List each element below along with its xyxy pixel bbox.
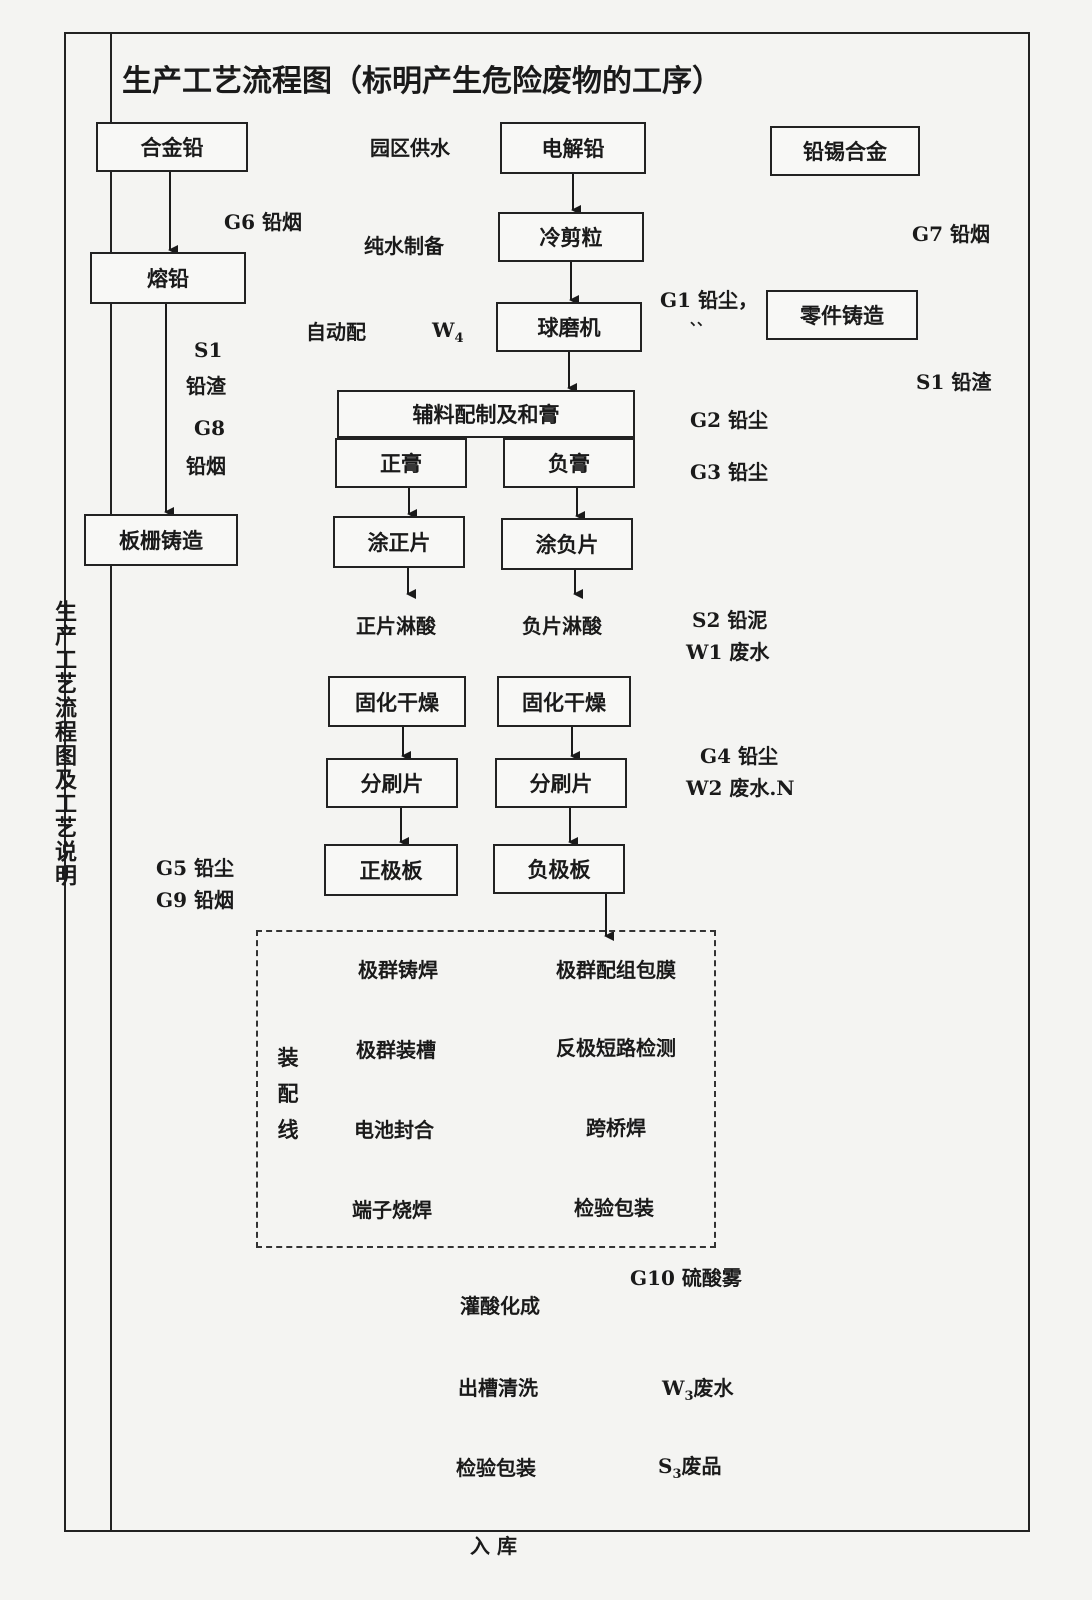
box-positive-plate: 正极板: [324, 844, 458, 896]
label-positive-acid: 正片淋酸: [356, 614, 436, 638]
label-g8-fume: 铅烟: [186, 454, 226, 478]
assembly-step: 极群装槽: [356, 1038, 436, 1062]
box-coat-negative: 涂负片: [501, 518, 633, 570]
label-negative-acid: 负片淋酸: [522, 614, 602, 638]
label-inspect-pack-final: 检验包装: [456, 1456, 536, 1480]
label-auto-mix: 自动配: [306, 320, 366, 344]
assembly-step: 电池封合: [354, 1118, 434, 1142]
assembly-line-box: [256, 930, 716, 1248]
box-negative-plate: 负极板: [493, 844, 625, 894]
label-g1-mark: 、、: [690, 313, 711, 329]
label-g3: G3 铅尘: [690, 460, 768, 484]
label-w2: W2 废水.N: [686, 776, 795, 800]
label-g8: G8: [194, 416, 225, 440]
label-g2: G2 铅尘: [690, 408, 768, 432]
label-g6: G6 铅烟: [224, 210, 302, 234]
box-cure-dry-left: 固化干燥: [328, 676, 466, 727]
label-s1-right: S1 铅渣: [916, 370, 992, 394]
box-coat-positive: 涂正片: [333, 516, 465, 568]
label-g4: G4 铅尘: [700, 744, 778, 768]
label-w4: W4: [432, 318, 464, 346]
box-negative-paste: 负膏: [503, 438, 635, 488]
label-w1: W1 废水: [686, 640, 770, 664]
side-divider: [110, 34, 112, 1530]
box-ball-mill: 球磨机: [496, 302, 642, 352]
label-s1-left-slag: 铅渣: [186, 374, 226, 398]
label-warehouse: 入 库: [470, 1534, 517, 1558]
label-s3: S3废品: [658, 1454, 722, 1482]
box-alloy-lead: 合金铅: [96, 122, 248, 172]
label-g10: G10 硫酸雾: [630, 1266, 742, 1290]
label-pure-water: 纯水制备: [364, 234, 444, 258]
box-positive-paste: 正膏: [335, 438, 467, 488]
assembly-step: 反极短路检测: [556, 1036, 676, 1060]
box-lead-tin-alloy: 铅锡合金: [770, 126, 920, 176]
label-g7: G7 铅烟: [912, 222, 990, 246]
label-w3: W3废水: [662, 1376, 734, 1404]
diagram-title: 生产工艺流程图（标明产生危险废物的工序）: [122, 64, 722, 99]
box-grid-casting: 板栅铸造: [84, 514, 238, 566]
assembly-step: 极群铸焊: [358, 958, 438, 982]
outer-frame: [64, 32, 1030, 1532]
side-label: 生产工艺流程图及工艺说明: [51, 600, 77, 888]
assembly-line-label: 装配线: [277, 1045, 299, 1142]
assembly-step: 检验包装: [574, 1196, 654, 1220]
box-brush-right: 分刷片: [495, 758, 627, 808]
label-g5: G5 铅尘: [156, 856, 234, 880]
label-g1: G1 铅尘，: [660, 288, 758, 312]
box-melt-lead: 熔铅: [90, 252, 246, 304]
label-s1-left: S1: [194, 338, 223, 362]
label-acid-formation: 灌酸化成: [460, 1294, 540, 1318]
box-brush-left: 分刷片: [326, 758, 458, 808]
assembly-step: 端子烧焊: [352, 1198, 432, 1222]
assembly-step: 跨桥焊: [586, 1116, 646, 1140]
label-s2: S2 铅泥: [692, 608, 768, 632]
box-parts-casting: 零件铸造: [766, 290, 918, 340]
label-rinse: 出槽清洗: [458, 1376, 538, 1400]
box-paste-mixing: 辅料配制及和膏: [337, 390, 635, 438]
label-park-water: 园区供水: [370, 136, 450, 160]
box-electrolytic-lead: 电解铅: [500, 122, 646, 174]
box-cure-dry-right: 固化干燥: [497, 676, 631, 727]
assembly-step: 极群配组包膜: [556, 958, 676, 982]
label-g9: G9 铅烟: [156, 888, 234, 912]
box-cold-cut: 冷剪粒: [498, 212, 644, 262]
